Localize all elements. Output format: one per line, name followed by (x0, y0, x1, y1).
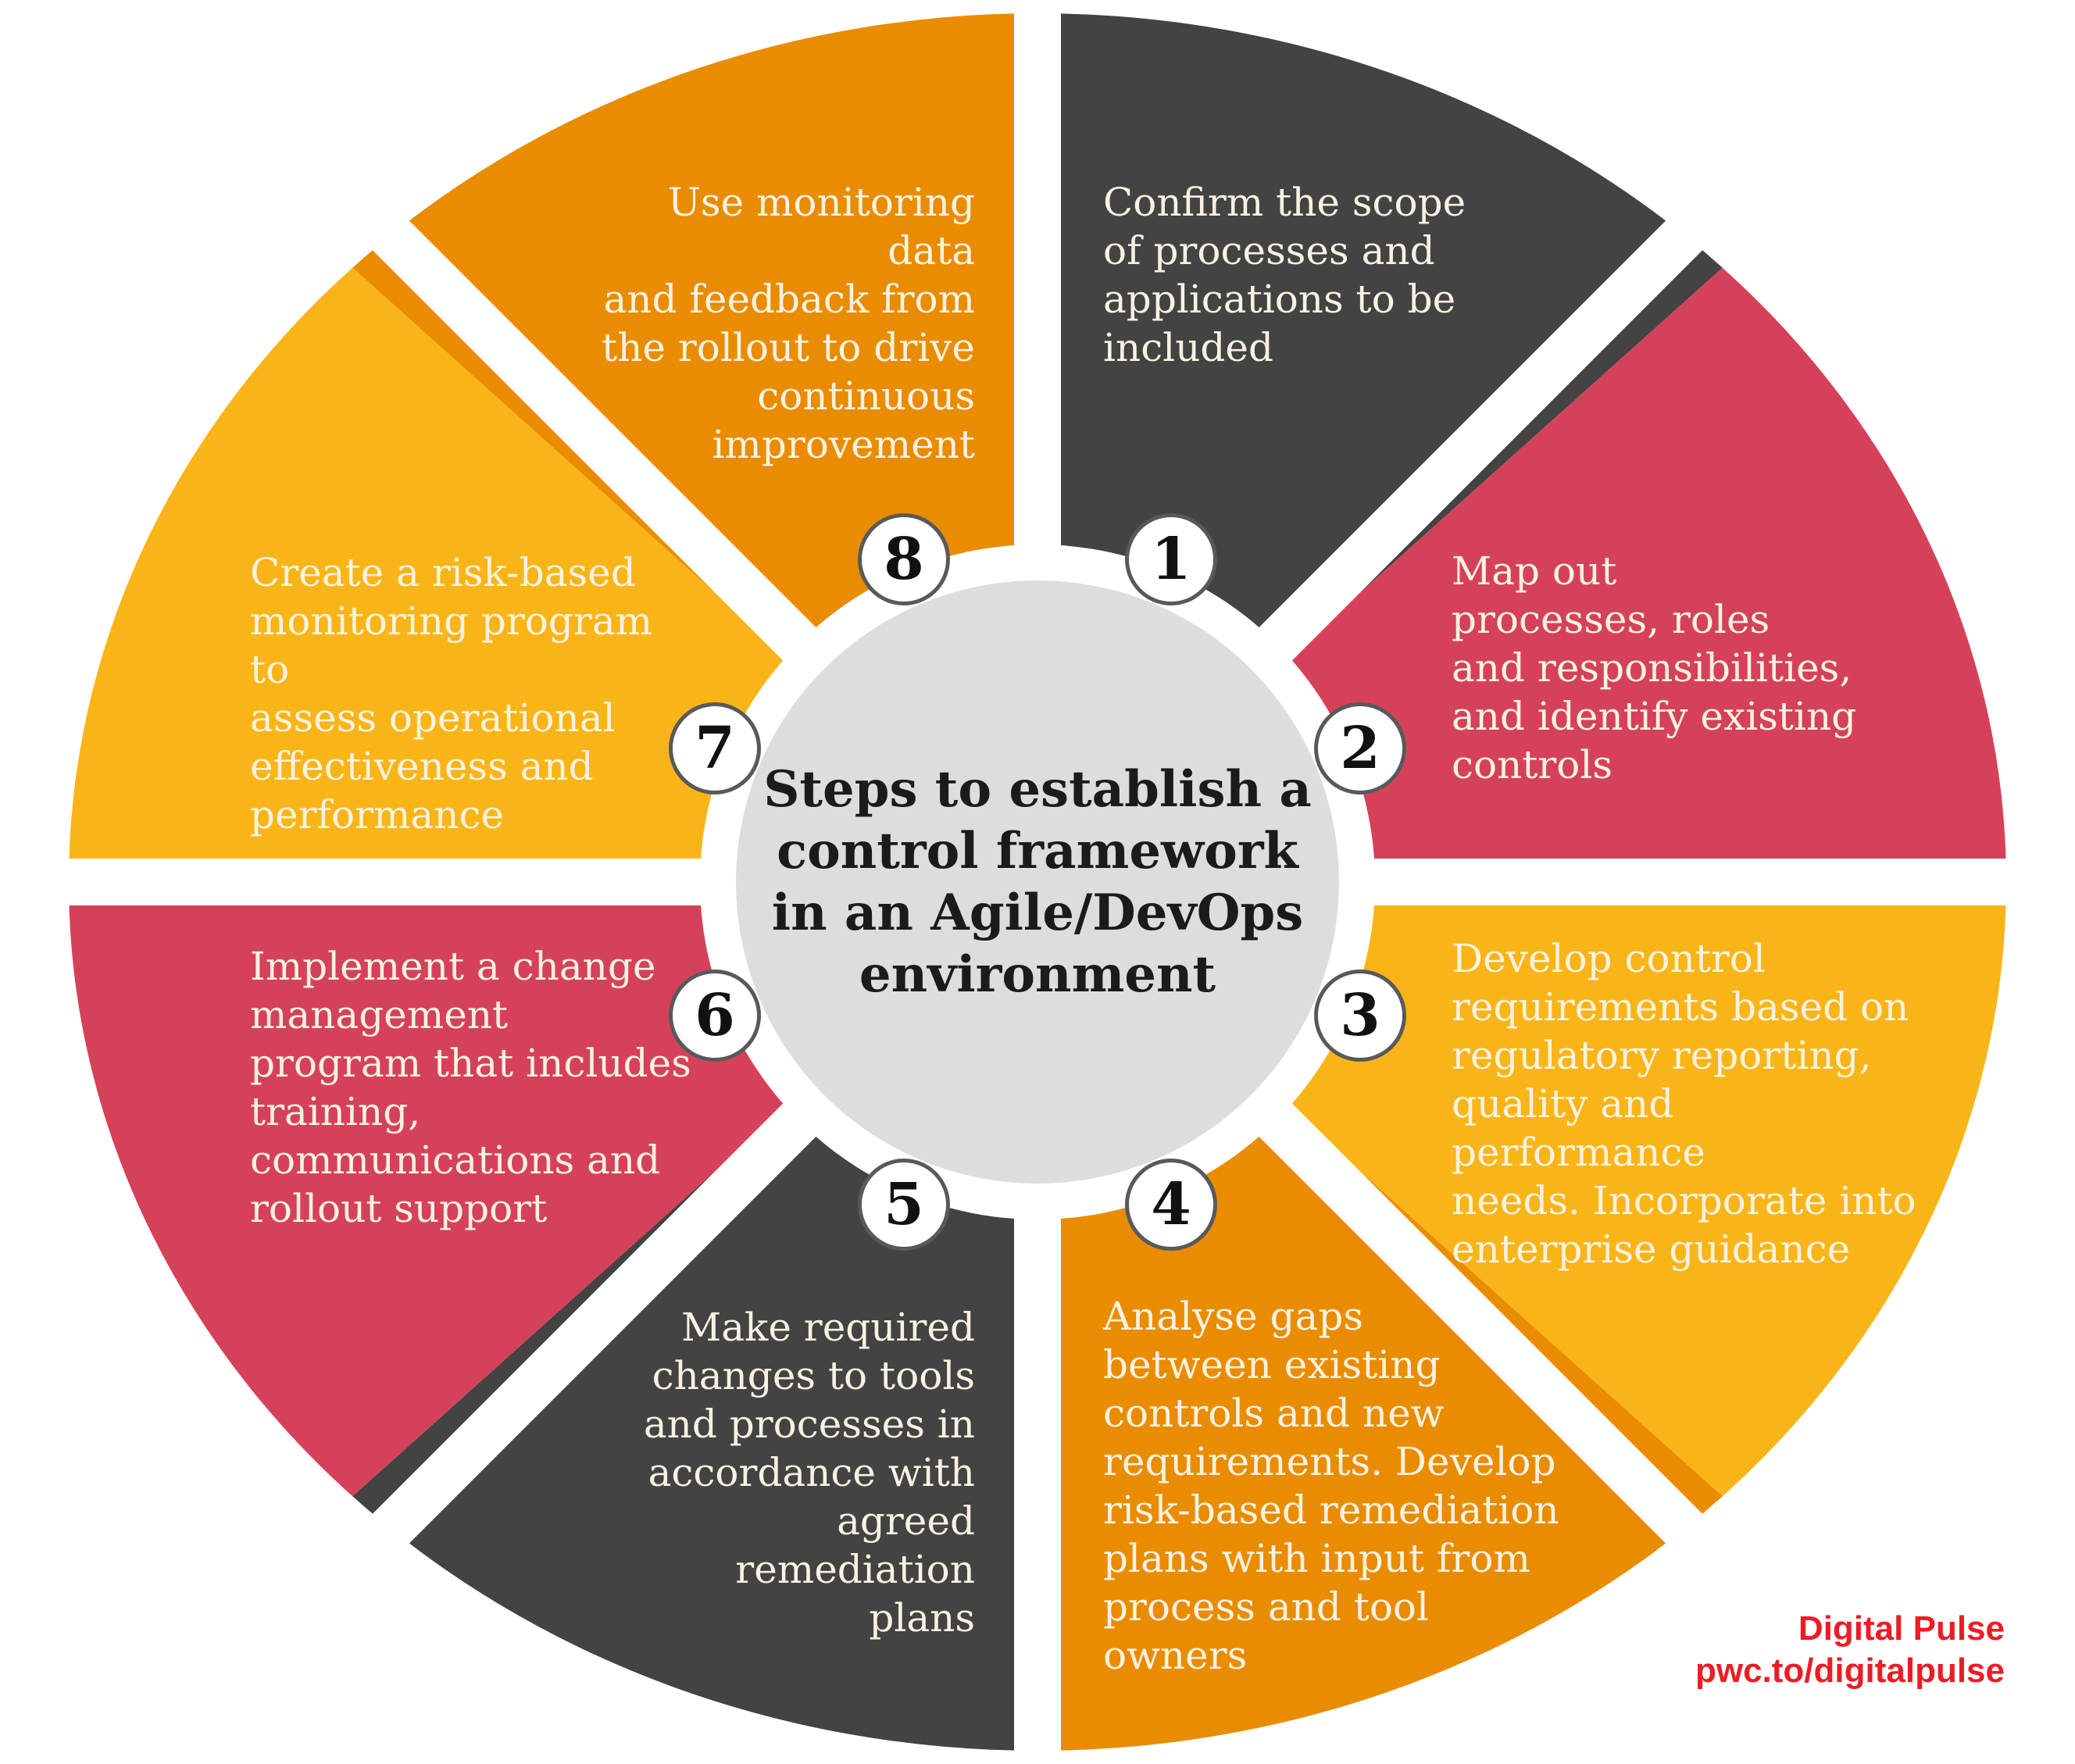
segment-6-label: Implement a change management program th… (250, 944, 691, 1231)
segment-3-number-badge: 3 (1314, 969, 1406, 1062)
segment-7-label: Create a risk-based monitoring program t… (250, 550, 653, 837)
segment-8-number-badge: 8 (858, 513, 950, 605)
segment-4-label: Analyse gaps between existing controls a… (1103, 1294, 1559, 1678)
segment-4-number: 4 (1151, 1171, 1191, 1238)
segment-1-number: 1 (1151, 526, 1191, 593)
segment-8-number: 8 (884, 526, 924, 593)
segment-2-number: 2 (1340, 715, 1380, 782)
center-circle (736, 580, 1339, 1184)
segment-2-number-badge: 2 (1314, 702, 1406, 795)
segment-4-number-badge: 4 (1125, 1159, 1217, 1251)
segment-7-number: 7 (695, 715, 735, 782)
credit-brand: Digital Pulse (1798, 1609, 2005, 1648)
segment-7-number-badge: 7 (669, 702, 761, 795)
segment-1-label: Confirm the scope of processes and appli… (1103, 180, 1466, 370)
segment-8-label: Use monitoring data and feedback from th… (602, 180, 975, 467)
segment-6-number: 6 (695, 982, 735, 1049)
credit-url: pwc.to/digitalpulse (1695, 1652, 2005, 1690)
segment-5-label: Make required changes to tools and proce… (643, 1305, 975, 1641)
segment-3-label: Develop control requirements based on re… (1452, 936, 1916, 1272)
center-title: Steps to establish a control framework i… (763, 760, 1312, 1004)
credit-block: Digital Pulse pwc.to/digitalpulse (1695, 1608, 2005, 1692)
segment-3-number: 3 (1340, 982, 1380, 1049)
segment-5-number: 5 (884, 1171, 924, 1238)
segment-2-label: Map out processes, roles and responsibil… (1452, 548, 1857, 787)
segment-6-number-badge: 6 (669, 969, 761, 1062)
segment-5-number-badge: 5 (858, 1159, 950, 1251)
segment-1-number-badge: 1 (1125, 513, 1217, 605)
